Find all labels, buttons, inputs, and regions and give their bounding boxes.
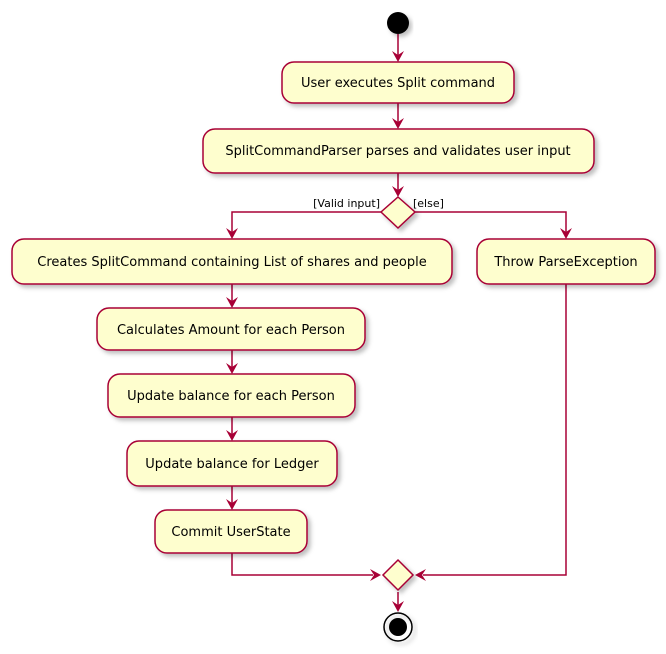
arrowhead (560, 228, 572, 239)
activity-label: Calculates Amount for each Person (117, 323, 345, 338)
activity-box (126, 440, 338, 487)
decision-diamond (379, 195, 417, 230)
arrowhead (392, 186, 404, 197)
activity-creates-command: Creates SplitCommand containing List of … (11, 238, 453, 285)
activity-label: User executes Split command (301, 76, 495, 91)
activity-parser-parses: SplitCommandParser parses and validates … (202, 128, 595, 174)
arrowhead (392, 51, 404, 62)
activity-update-ledger-balance: Update balance for Ledger (126, 440, 338, 487)
activity-label: Commit UserState (171, 525, 290, 540)
edge-decision-to-creates-command (231, 211, 381, 232)
activity-box (96, 307, 366, 351)
activity-label: Update balance for each Person (127, 389, 335, 404)
activity-label: Creates SplitCommand containing List of … (37, 255, 426, 270)
arrowhead (415, 569, 426, 581)
guard-else: [else] (413, 197, 444, 210)
arrowhead (226, 363, 238, 374)
activity-box (202, 128, 595, 174)
guard-valid-input: [Valid input] (313, 197, 380, 210)
activity-box (476, 238, 656, 285)
edge-commit-to-merge (231, 553, 373, 576)
arrowhead (226, 297, 238, 308)
activity-label: Update balance for Ledger (145, 457, 319, 472)
edges (231, 34, 567, 605)
arrowhead (226, 228, 238, 239)
end-node-outer-ring (383, 612, 413, 642)
merge-diamond (381, 558, 415, 592)
activity-user-executes: User executes Split command (281, 61, 515, 104)
activity-label: Throw ParseException (493, 255, 637, 270)
arrowhead (226, 499, 238, 510)
activity-box (154, 509, 308, 554)
arrowhead (392, 118, 404, 129)
start-node (387, 12, 409, 34)
edge-throw-to-merge (423, 284, 567, 576)
activity-throw-exception: Throw ParseException (476, 238, 656, 285)
arrowheads (226, 51, 572, 612)
activity-commit-userstate: Commit UserState (154, 509, 308, 554)
activity-calculates-amount: Calculates Amount for each Person (96, 307, 366, 351)
activity-box (281, 61, 515, 104)
arrowhead (370, 569, 381, 581)
end-node-inner-dot (389, 618, 407, 636)
edge-decision-to-throw-exception (415, 211, 567, 232)
arrowhead (226, 430, 238, 441)
activity-box (11, 238, 453, 285)
arrowhead (392, 601, 404, 612)
activity-box (107, 373, 356, 418)
activity-update-person-balance: Update balance for each Person (107, 373, 356, 418)
end-node (383, 612, 413, 642)
activity-label: SplitCommandParser parses and validates … (225, 144, 570, 159)
